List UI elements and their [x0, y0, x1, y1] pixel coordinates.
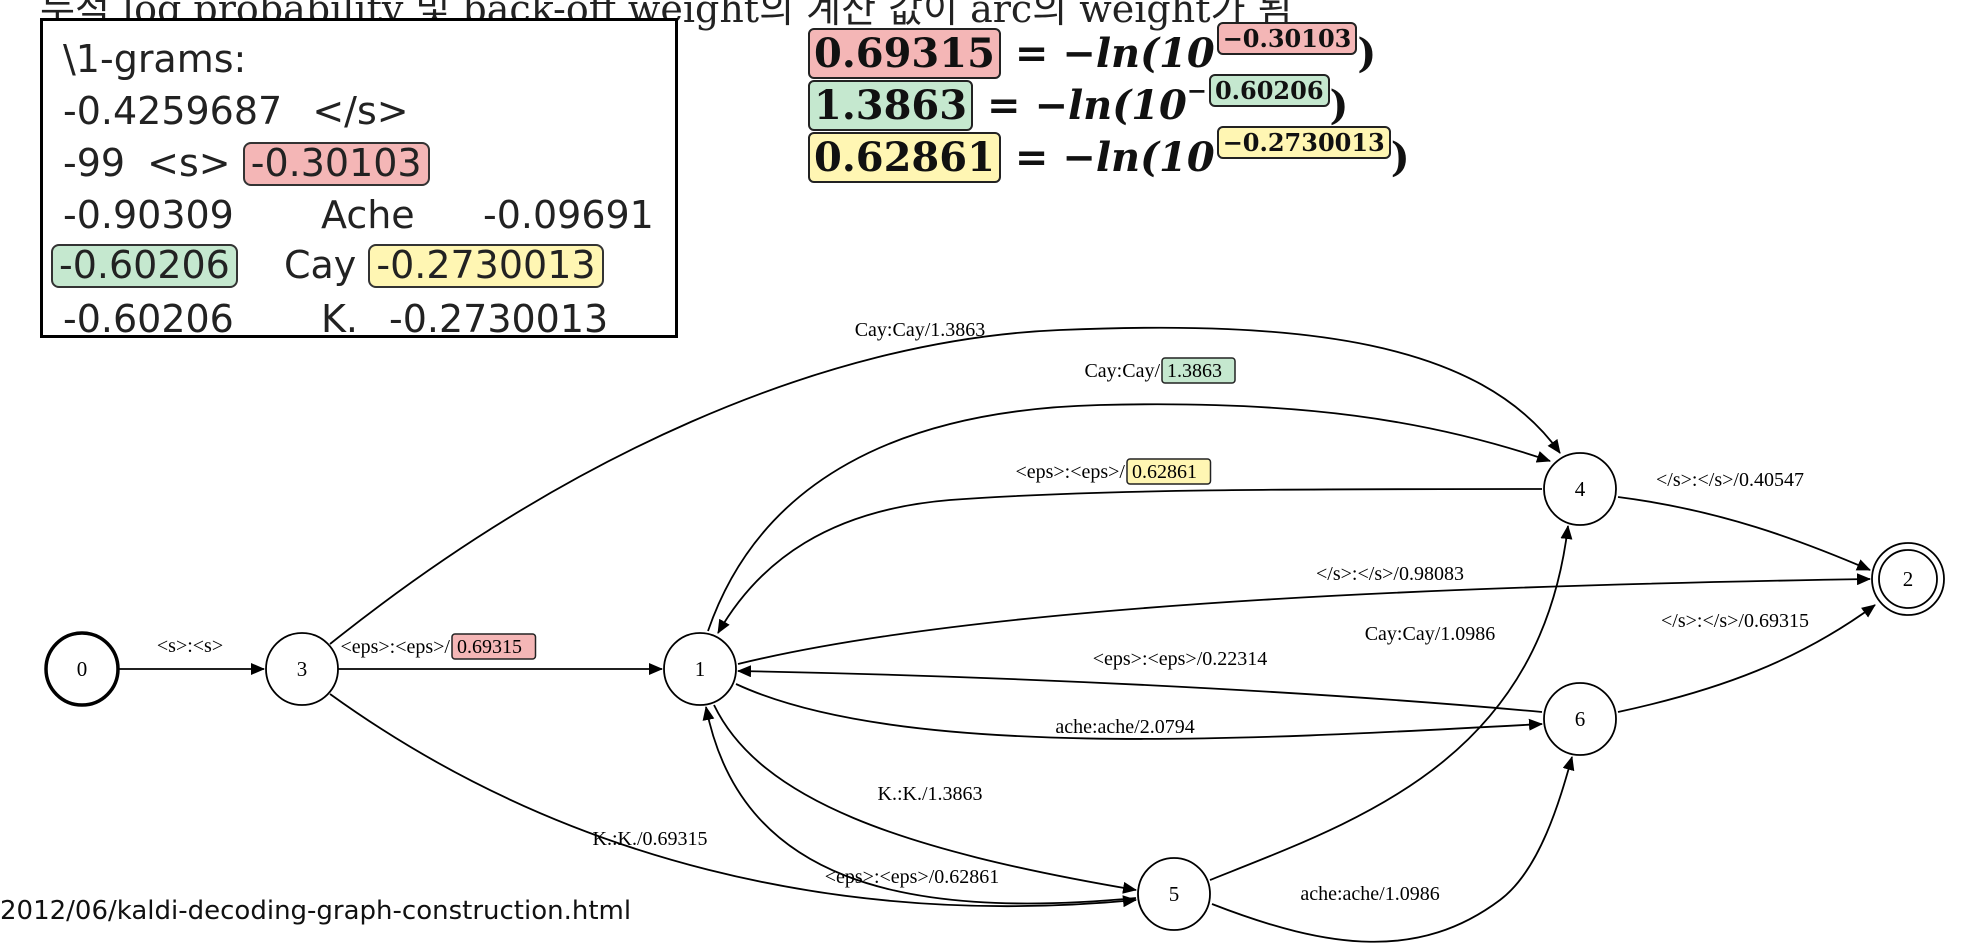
formula-exponent: −0.2730013 [1216, 126, 1391, 159]
ngram-logprob: -0.60206 [63, 297, 234, 341]
ngram-header: \1-grams: [63, 37, 247, 81]
ngram-backoff-highlight: -0.30103 [242, 142, 430, 186]
formula-result: 0.69315 [808, 28, 1001, 79]
edge-label: ache:ache/2.0794 [1055, 716, 1194, 738]
ngram-backoff: -0.09691 [483, 193, 654, 237]
edge-5-to-6 [1211, 756, 1575, 943]
edge-3-to-4 [329, 326, 1561, 645]
ngram-word: </s> [312, 89, 409, 133]
edge-label: Cay:Cay/ [1084, 360, 1160, 382]
formula-expression: = −ln(10 [987, 82, 1187, 129]
edge-3-to-5 [329, 693, 1137, 908]
state-label: 5 [1169, 882, 1180, 906]
edge-label: <eps>:<eps>/ [1015, 461, 1125, 483]
source-url: 2012/06/kaldi-decoding-graph-constructio… [0, 896, 632, 926]
formula-exponent: −0.30103 [1216, 22, 1358, 55]
state-label: 0 [77, 657, 88, 681]
ngram-row: -0.90309 Ache -0.09691 [63, 193, 654, 237]
edge-weight-highlight [1126, 458, 1212, 485]
ngram-logprob: -0.90309 [63, 193, 234, 237]
formula-expression: = −ln(10 [1014, 134, 1215, 181]
edge-label: K.:K./0.69315 [593, 828, 708, 850]
state-node-1 [663, 632, 737, 706]
state-label: 4 [1575, 477, 1586, 501]
edge-weight-highlight [1161, 357, 1236, 384]
edge-weight-highlight-text: 0.69315 [457, 636, 522, 658]
ngram-logprob: -0.4259687 [63, 89, 283, 133]
edge-label: <eps>:<eps>/0.62861 [825, 866, 1000, 888]
ngram-listing-box: \1-grams: -0.4259687 </s> -99 <s> -0.301… [40, 18, 678, 341]
formula-exponent: 0.60206 [1208, 74, 1330, 107]
edge-1-to-4 [707, 403, 1551, 632]
ngram-row: -0.4259687 </s> [63, 89, 409, 133]
ngram-word: Ache [321, 193, 415, 237]
formula-row: 0.62861 = −ln(10−0.2730013) [808, 126, 1410, 183]
edge-1-to-6 [735, 683, 1543, 740]
formula-expression: = −ln(10 [1014, 30, 1215, 77]
edge-5-to-1 [702, 706, 1137, 905]
state-node-5 [1137, 857, 1211, 931]
ngram-logprob-highlight: -0.60206 [51, 244, 238, 288]
state-node-4 [1543, 452, 1617, 526]
formula-close: ) [1390, 134, 1410, 181]
ngram-logprob: -99 [63, 141, 126, 185]
edge-weight-highlight [451, 633, 537, 660]
formula-result: 1.3863 [808, 80, 974, 131]
edge-label: </s>:</s>/0.98083 [1316, 563, 1464, 585]
formula-minus: − [1186, 76, 1207, 105]
ngram-word: Cay [283, 243, 357, 287]
ngram-backoff: -0.2730013 [389, 297, 609, 341]
edge-1-to-5 [713, 704, 1137, 894]
state-label: 1 [695, 657, 706, 681]
formula-close: ) [1329, 82, 1349, 129]
edge-label: Cay:Cay/1.3863 [855, 319, 986, 341]
state-node-6 [1543, 682, 1617, 756]
edge-4-to-1 [717, 488, 1543, 634]
formula-row: 0.69315 = −ln(10−0.30103) [808, 22, 1376, 79]
state-node-2 [1871, 542, 1945, 616]
formula-result: 0.62861 [808, 132, 1001, 183]
ngram-row: -0.60206 K. -0.2730013 [63, 297, 608, 341]
edge-1-to-2 [737, 573, 1871, 665]
formula-row: 1.3863 = −ln(10−0.60206) [808, 74, 1348, 131]
state-node-0 [44, 631, 120, 707]
edge-label: <eps>:<eps>/0.22314 [1093, 648, 1268, 670]
edge-4-to-2 [1617, 496, 1871, 571]
edge-label: <eps>:<eps>/ [340, 636, 450, 658]
edge-label: </s>:</s>/0.69315 [1661, 610, 1809, 632]
edge-5-to-4 [1209, 525, 1573, 881]
edge-label: ache:ache/1.0986 [1300, 883, 1439, 905]
state-label: 6 [1575, 707, 1586, 731]
edge-label: Cay:Cay/1.0986 [1365, 623, 1496, 645]
ngram-row: -99 <s> -0.30103 [63, 141, 430, 186]
ngram-word: <s> [147, 141, 231, 185]
state-label: 3 [297, 657, 308, 681]
edge-6-to-1 [737, 665, 1543, 713]
ngram-word: K. [321, 297, 358, 341]
final-state-ring [1878, 549, 1938, 609]
edge-6-to-2 [1617, 604, 1876, 713]
edge-label: <s>:<s> [157, 635, 223, 657]
ngram-backoff-highlight: -0.2730013 [368, 244, 604, 288]
edge-label: K.:K./1.3863 [878, 783, 983, 805]
state-label: 2 [1903, 567, 1914, 591]
edge-label: </s>:</s>/0.40547 [1656, 469, 1804, 491]
edge-weight-highlight-text: 1.3863 [1167, 360, 1222, 382]
edge-weight-highlight-text: 0.62861 [1132, 461, 1197, 483]
formula-close: ) [1357, 30, 1377, 77]
state-node-3 [265, 632, 339, 706]
ngram-row: -0.60206 Cay -0.2730013 [51, 243, 604, 288]
